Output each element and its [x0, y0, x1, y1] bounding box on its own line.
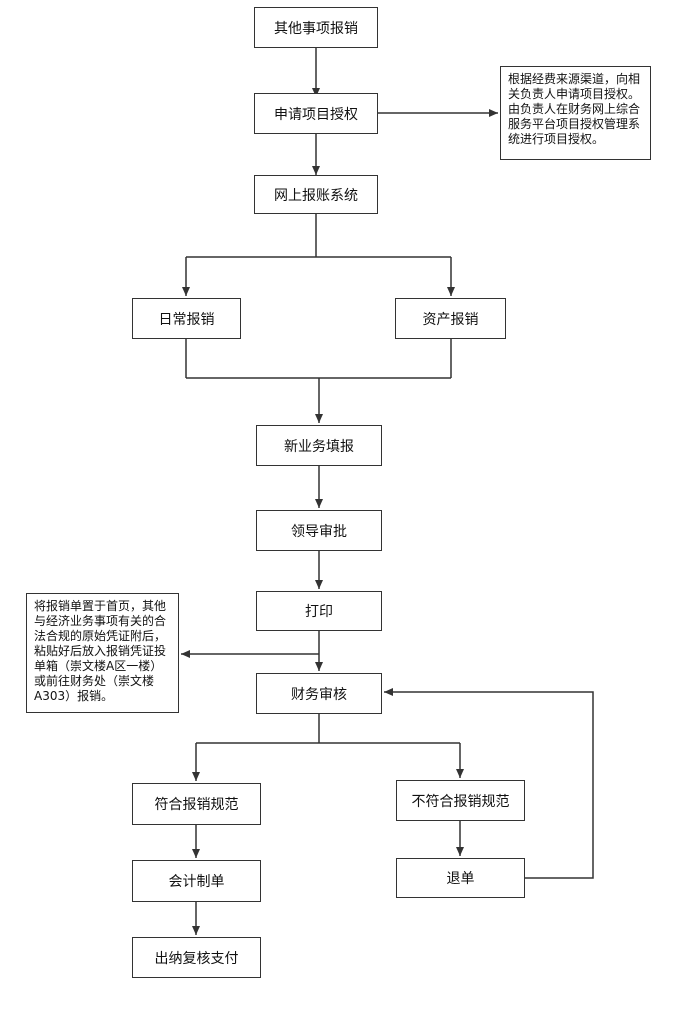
note-print-line: 法合规的原始凭证附后， [34, 629, 167, 643]
note-authorization: 根据经费来源渠道，向相 关负责人申请项目授权。 由负责人在财务网上综合 服务平台… [500, 66, 651, 160]
note-print-line: 将报销单置于首页，其他 [34, 599, 167, 613]
arrow-return-to-review [384, 688, 594, 879]
node-compliant: 符合报销规范 [132, 783, 261, 825]
note-authorization-line: 根据经费来源渠道，向相 [508, 72, 641, 86]
note-print-line: A303）报销。 [34, 689, 114, 703]
node-new-business-fill: 新业务填报 [256, 425, 382, 466]
node-noncompliant: 不符合报销规范 [396, 780, 525, 821]
node-leader-approval: 领导审批 [256, 510, 382, 551]
note-authorization-line: 由负责人在财务网上综合 [508, 102, 641, 116]
note-authorization-line: 关负责人申请项目授权。 [508, 87, 641, 101]
note-authorization-line: 服务平台项目授权管理系 [508, 117, 641, 131]
node-apply-authorization: 申请项目授权 [254, 93, 378, 134]
note-authorization-line: 统进行项目授权。 [508, 132, 605, 146]
node-other-expense: 其他事项报销 [254, 7, 378, 48]
node-accounting-voucher: 会计制单 [132, 860, 261, 902]
note-print-line: 单箱（崇文楼A区一楼） [34, 659, 163, 673]
note-print-line: 粘贴好后放入报销凭证投 [34, 644, 167, 658]
node-return-form: 退单 [396, 858, 525, 898]
note-print: 将报销单置于首页，其他 与经济业务事项有关的合 法合规的原始凭证附后， 粘贴好后… [26, 593, 179, 713]
node-finance-review: 财务审核 [256, 673, 382, 714]
node-asset-reimbursement: 资产报销 [395, 298, 506, 339]
node-online-system: 网上报账系统 [254, 175, 378, 214]
node-cashier-payment: 出纳复核支付 [132, 937, 261, 978]
note-print-line: 与经济业务事项有关的合 [34, 614, 167, 628]
note-print-line: 或前往财务处（崇文楼 [34, 674, 155, 688]
node-print: 打印 [256, 591, 382, 631]
node-daily-reimbursement: 日常报销 [132, 298, 241, 339]
